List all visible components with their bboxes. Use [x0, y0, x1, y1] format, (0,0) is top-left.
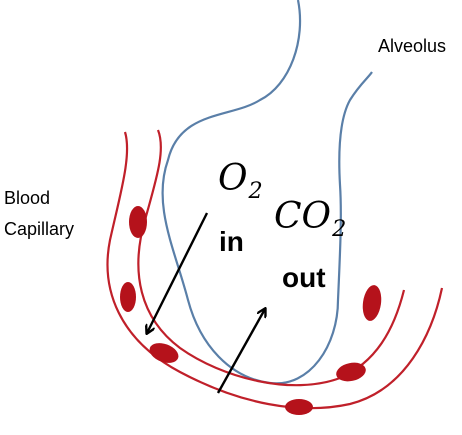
oxygen-subscript: 2: [249, 178, 263, 204]
red-blood-cell: [129, 206, 147, 238]
carbon-dioxide-direction-label: out: [282, 262, 326, 294]
alveolus-wall: [163, 0, 372, 383]
carbon-dioxide-subscript: 2: [332, 216, 346, 242]
red-blood-cell: [120, 282, 136, 312]
oxygen-symbol: O: [218, 158, 248, 199]
carbon-dioxide-symbol: CO: [274, 196, 331, 237]
alveolus-label: Alveolus: [378, 36, 446, 57]
oxygen-direction-label: in: [219, 226, 244, 258]
carbon-dioxide-formula: CO2: [274, 196, 346, 242]
oxygen-formula: O2: [218, 158, 263, 204]
blood-capillary-label: Blood Capillary: [4, 183, 74, 245]
blood-capillary-label-line2: Capillary: [4, 214, 74, 245]
blood-capillary-label-line1: Blood: [4, 183, 74, 214]
capillary-inner-wall: [138, 130, 404, 385]
red-blood-cell: [361, 284, 384, 322]
arrow-down-left-icon: [147, 213, 207, 333]
red-blood-cell: [285, 399, 313, 415]
